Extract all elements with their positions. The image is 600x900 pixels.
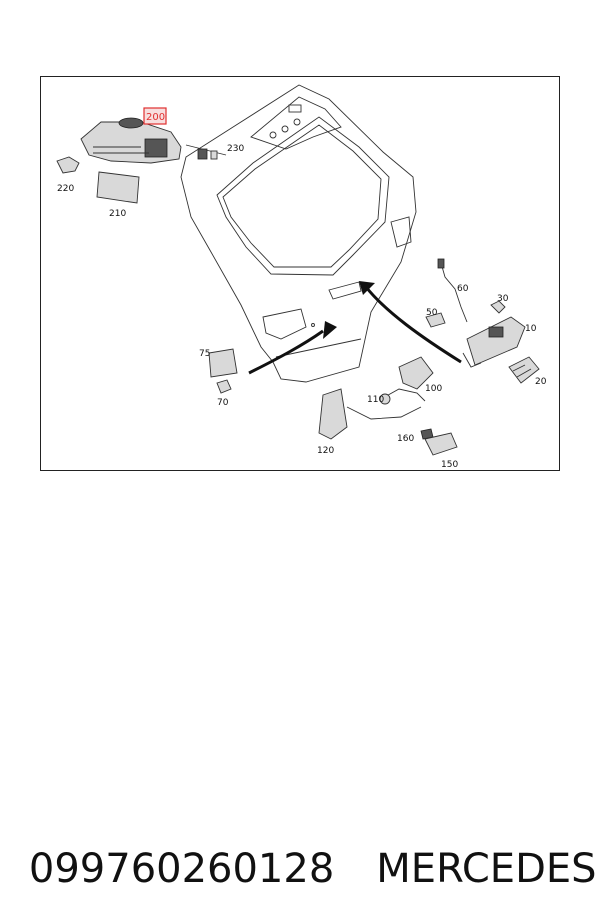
callout-220: 220 bbox=[57, 184, 74, 194]
part-200-actuator-unit[interactable]: 200 bbox=[80, 107, 182, 164]
part-70-screw[interactable]: 70 bbox=[216, 379, 232, 408]
callout-110: 110 bbox=[367, 395, 384, 405]
tailgate-exploded-diagram: 200 220 210 230 60 30 bbox=[56, 84, 547, 470]
highlight-box-200 bbox=[143, 107, 167, 125]
callout-150: 150 bbox=[441, 460, 458, 470]
callout-100: 100 bbox=[425, 384, 442, 394]
part-60-cable[interactable]: 60 bbox=[437, 258, 469, 323]
part-50-clip[interactable]: 50 bbox=[425, 308, 446, 328]
diagram-frame: 200 220 210 230 60 30 bbox=[40, 76, 560, 471]
part-100-lock[interactable]: 100 bbox=[380, 356, 442, 402]
callout-50: 50 bbox=[426, 308, 438, 318]
callout-230: 230 bbox=[227, 144, 244, 154]
part-20-light[interactable]: 20 bbox=[508, 356, 547, 387]
callout-160: 160 bbox=[397, 434, 414, 444]
part-110-grommet[interactable]: 110 bbox=[367, 393, 391, 405]
callout-10: 10 bbox=[525, 324, 537, 334]
part-230-bolt[interactable]: 230 bbox=[185, 144, 244, 160]
callout-75: 75 bbox=[199, 349, 210, 359]
callout-70: 70 bbox=[217, 398, 229, 408]
part-120-latch[interactable]: 120 bbox=[317, 388, 422, 456]
part-30-nut[interactable]: 30 bbox=[490, 294, 509, 314]
callout-20: 20 bbox=[535, 377, 547, 387]
part-220-connector[interactable]: 220 bbox=[56, 156, 80, 194]
brand-name: MERCEDES bbox=[376, 846, 597, 892]
part-10-handle-assembly[interactable]: 10 bbox=[462, 316, 537, 368]
tailgate-body bbox=[180, 84, 417, 383]
part-caption: 099760260128 MERCEDES bbox=[0, 800, 600, 892]
callout-200: 200 bbox=[146, 112, 165, 123]
part-75-bracket[interactable]: 75 bbox=[199, 348, 238, 378]
callout-210: 210 bbox=[109, 209, 126, 219]
callout-120: 120 bbox=[317, 446, 334, 456]
part-number: 099760260128 bbox=[28, 846, 335, 892]
callout-30: 30 bbox=[497, 294, 509, 304]
assembly-arrows bbox=[248, 281, 462, 375]
callout-60: 60 bbox=[457, 284, 469, 294]
part-210-control-unit[interactable]: 210 bbox=[96, 171, 140, 219]
part-150-switch[interactable]: 150 bbox=[424, 432, 458, 470]
